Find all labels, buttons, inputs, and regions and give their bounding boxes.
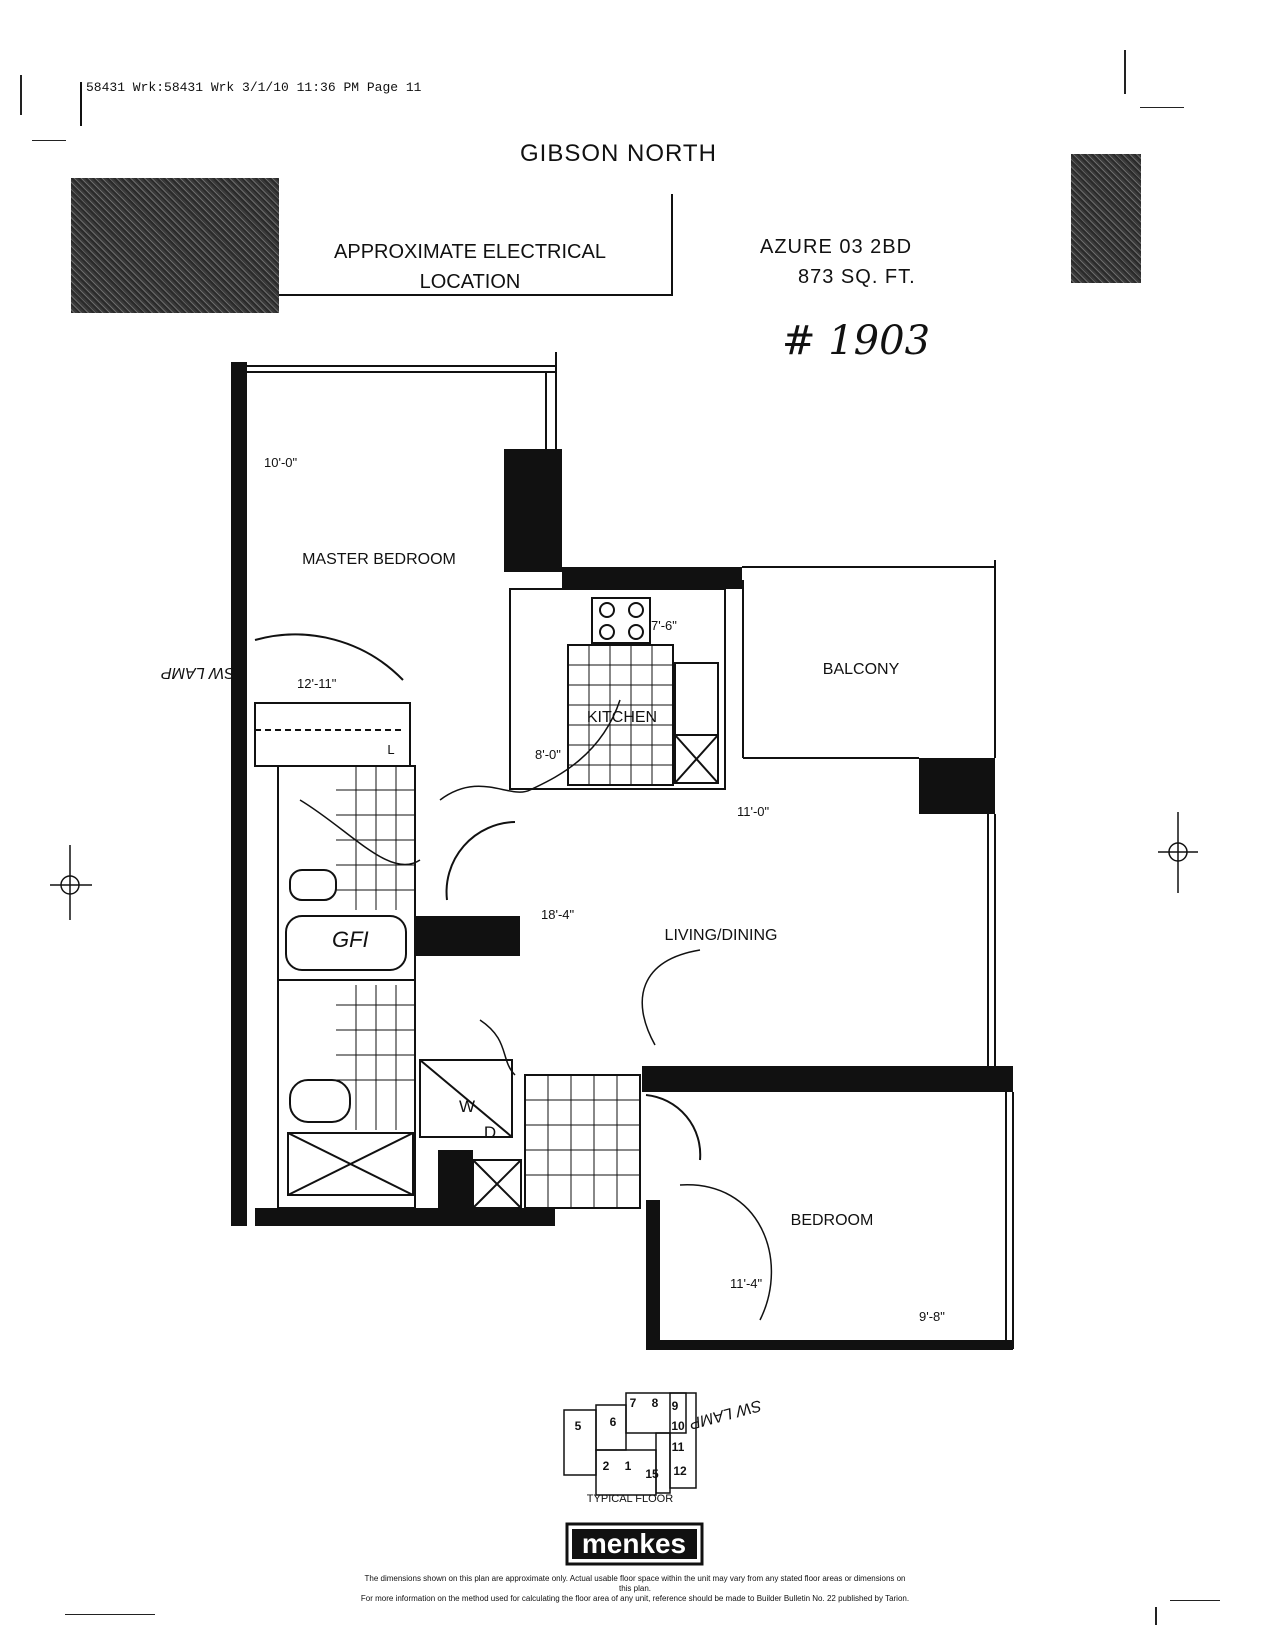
crop-mark — [20, 75, 22, 115]
key-unit: 12 — [673, 1464, 687, 1478]
registration-mark — [50, 812, 1198, 920]
crop-mark — [65, 1614, 155, 1615]
crop-mark — [1170, 1600, 1220, 1601]
washer-label: W — [459, 1097, 475, 1116]
handwritten-wiring — [299, 699, 773, 1321]
wall-bedroom-top — [642, 1066, 1013, 1092]
wall-stub — [438, 1150, 473, 1210]
key-unit: 7 — [630, 1396, 637, 1410]
handwritten-note-tub: GFI — [332, 927, 369, 952]
crop-mark — [1155, 1607, 1157, 1625]
box-border — [671, 194, 673, 294]
dim-kitchen-width: 7'-6" — [651, 618, 677, 633]
dim-master-length: 12'-11" — [297, 676, 337, 691]
disclaimer-line1: The dimensions shown on this plan are ap… — [364, 1574, 906, 1593]
handwritten-note-sw-lamp: SW LAMP — [161, 664, 235, 681]
dim-kitchen-length: 8'-0" — [535, 747, 561, 762]
tile-grid — [568, 645, 673, 785]
wall-bedroom-left — [646, 1200, 660, 1349]
key-unit: 15 — [645, 1467, 659, 1481]
tile-grid — [525, 1075, 640, 1208]
wall-bedroom-bottom — [646, 1340, 1013, 1350]
wall-stub — [415, 916, 520, 956]
dim-bedroom-length: 11'-4" — [730, 1276, 763, 1291]
fax-header: 58431 Wrk:58431 Wrk 3/1/10 11:36 PM Page… — [86, 80, 422, 95]
crop-mark — [1124, 50, 1126, 94]
room-label-master-bedroom: MASTER BEDROOM — [302, 551, 456, 568]
disclaimer: The dimensions shown on this plan are ap… — [360, 1574, 910, 1604]
wall-column — [504, 449, 562, 572]
tile-grid — [336, 766, 415, 1130]
unit-area: 873 SQ. FT. — [798, 266, 916, 288]
key-unit: 1 — [625, 1459, 632, 1473]
key-unit: 11 — [672, 1440, 685, 1454]
box-title-line2: LOCATION — [419, 271, 521, 293]
box-title: APPROXIMATE ELECTRICAL LOCATION — [290, 237, 650, 297]
handwritten-unit-number: # 1903 — [782, 318, 931, 364]
crop-mark — [1140, 107, 1184, 108]
dim-bedroom-width: 9'-8" — [919, 1309, 945, 1324]
dim-living-width: 11'-0" — [737, 804, 770, 819]
key-unit: 2 — [603, 1459, 610, 1473]
dim-living-length: 18'-4" — [541, 907, 575, 922]
logo-text: menkes — [582, 1528, 686, 1559]
room-label-bedroom: BEDROOM — [791, 1212, 874, 1229]
room-label-living-dining: LIVING/DINING — [665, 927, 778, 944]
unit-model: AZURE 03 2BD — [760, 236, 913, 258]
redacted-block — [71, 178, 279, 313]
wall-left — [231, 362, 247, 1226]
redacted-block — [1071, 154, 1141, 283]
key-unit: 10 — [671, 1419, 685, 1433]
crop-mark — [32, 140, 66, 141]
scan-mark — [80, 82, 82, 126]
menkes-logo: menkes — [565, 1522, 704, 1566]
key-unit: 8 — [652, 1396, 659, 1410]
disclaimer-line2: For more information on the method used … — [360, 1594, 910, 1603]
room-label-balcony: BALCONY — [823, 661, 900, 678]
key-unit: 5 — [575, 1419, 582, 1433]
room-label-kitchen: KITCHEN — [587, 709, 657, 726]
wall-column — [919, 758, 995, 814]
handwritten-note-sw-lamp: SW LAMP — [687, 1396, 763, 1432]
box-border — [279, 294, 673, 296]
project-title: GIBSON NORTH — [520, 140, 717, 167]
key-plan — [563, 1392, 697, 1496]
dim-master-width: 10'-0" — [264, 455, 298, 470]
key-unit: 6 — [610, 1415, 617, 1429]
wall-kitchen-top — [562, 567, 742, 589]
box-title-line1: APPROXIMATE ELECTRICAL — [334, 241, 606, 263]
dryer-label: D — [484, 1123, 496, 1142]
key-unit: 9 — [672, 1399, 679, 1413]
linen-label: L — [387, 742, 394, 757]
key-plan-label: TYPICAL FLOOR — [587, 1493, 673, 1505]
wall-bottom — [255, 1208, 555, 1226]
